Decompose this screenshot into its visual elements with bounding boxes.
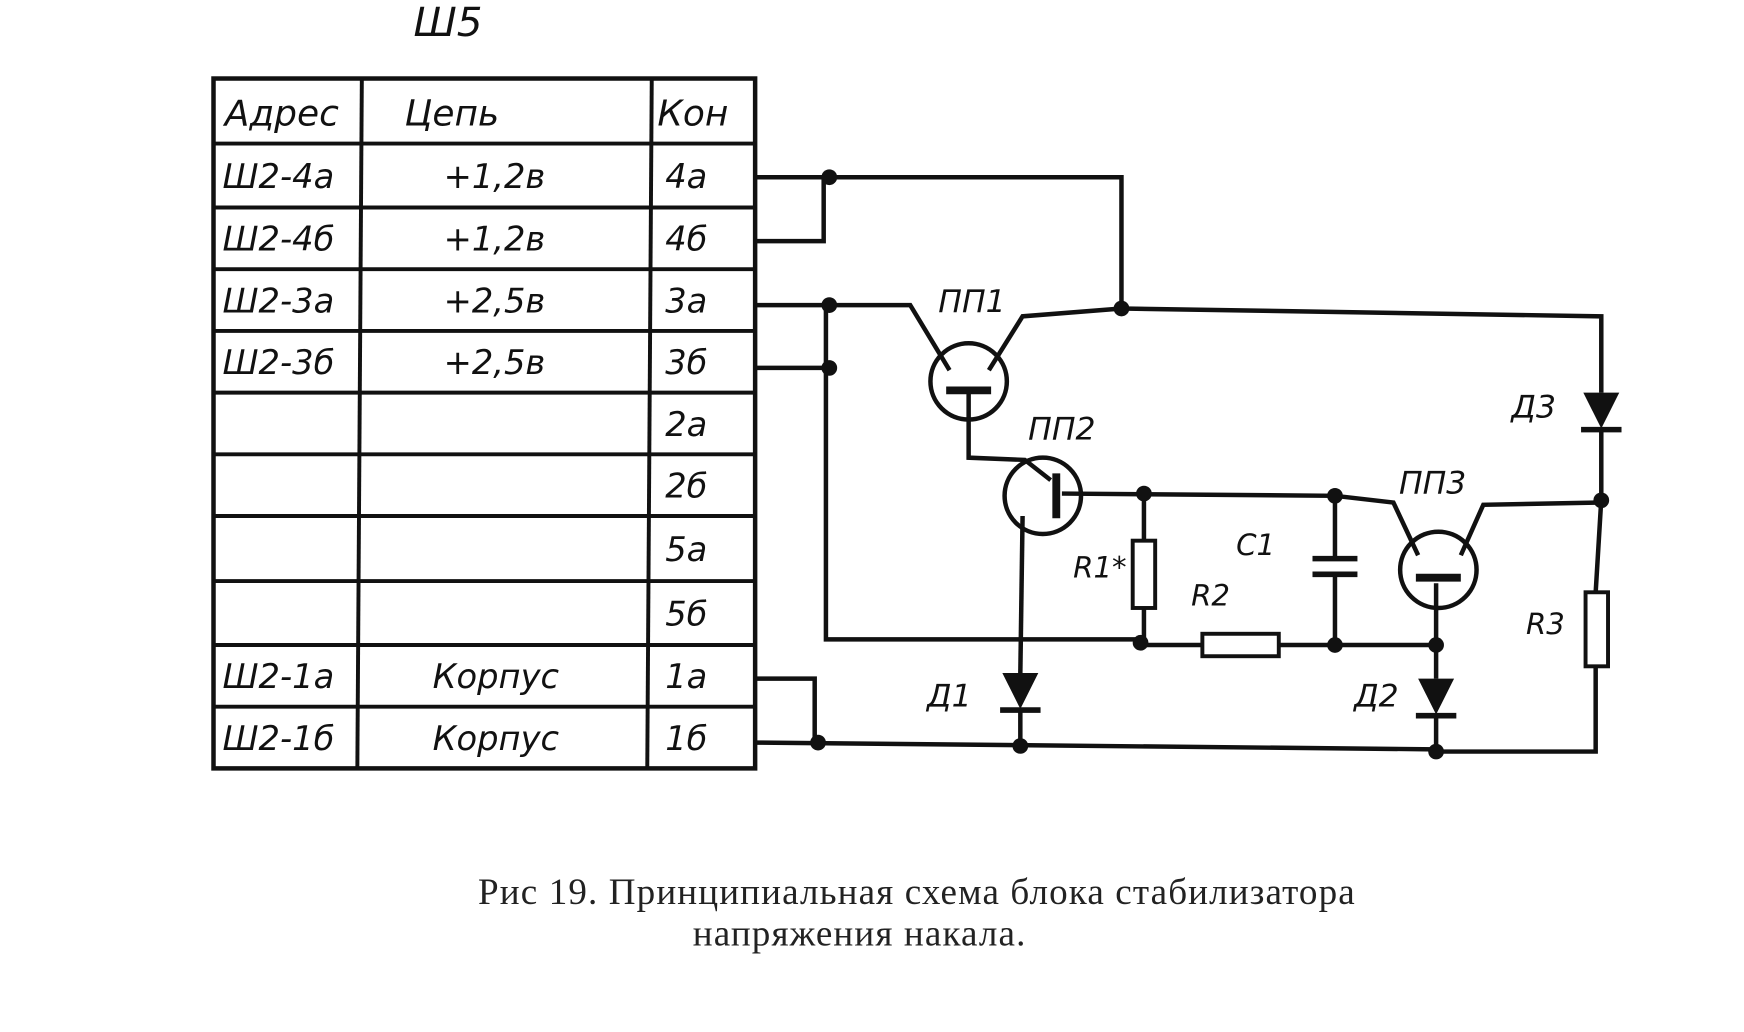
diode-d3: [1581, 392, 1622, 433]
table-cell-contact: 5а: [665, 530, 707, 569]
connector-label: Ш5: [414, 0, 483, 46]
table-cell-contact: 4а: [665, 157, 707, 196]
label-d1: Д1: [925, 679, 972, 715]
table-cell-circuit: Корпус: [433, 657, 560, 696]
table-cell-circuit: +2,5в: [444, 281, 546, 320]
junction-dots: [810, 169, 1610, 760]
table-cell-circuit: Корпус: [433, 719, 560, 758]
table-cell-contact: 3а: [665, 281, 707, 320]
table-cell-contact: 2а: [665, 405, 707, 444]
wires: [755, 174, 1604, 754]
label-pp3: ПП3: [1399, 466, 1466, 502]
table-cell-contact: 1а: [665, 657, 707, 696]
table-cell-address: Ш2-3б: [222, 343, 334, 382]
caption-line-1: Рис 19. Принципиальная схема блока стаби…: [478, 872, 1356, 913]
table-cell-contact: 5б: [665, 594, 707, 633]
table-cell-contact: 4б: [665, 220, 707, 259]
table-cell-address: Ш2-3а: [222, 281, 334, 320]
capacitor-c1: [1312, 555, 1358, 578]
table-header-1: Цепь: [405, 94, 500, 135]
transistor-pp3: [1397, 529, 1479, 611]
table-header-2: Кон: [657, 94, 728, 135]
table-cell-contact: 1б: [665, 719, 707, 758]
resistor-r1: [1130, 538, 1158, 610]
label-d3: Д3: [1509, 389, 1556, 425]
table-cell-address: Ш2-1б: [222, 719, 334, 758]
resistor-r3: [1583, 590, 1610, 669]
table-cell-circuit: +1,2в: [444, 157, 546, 196]
label-pp1: ПП1: [938, 284, 1005, 320]
label-pp2: ПП2: [1028, 412, 1095, 448]
label-r1: R1*: [1073, 551, 1127, 585]
transistor-pp1: [928, 341, 1010, 422]
table-cell-contact: 2б: [665, 467, 707, 506]
diode-d2: [1415, 678, 1457, 719]
table-cell-address: Ш2-4а: [222, 157, 334, 196]
label-d2: Д2: [1352, 679, 1399, 715]
label-r2: R2: [1191, 579, 1230, 613]
table-cell-address: Ш2-4б: [222, 220, 334, 259]
diode-d1: [1000, 673, 1041, 713]
transistor-pp2: [1002, 455, 1084, 537]
table-cell-address: Ш2-1а: [222, 657, 334, 696]
caption-line-2: напряжения накала.: [693, 914, 1027, 955]
label-c1: C1: [1236, 528, 1275, 562]
table-cell-contact: 3б: [665, 343, 707, 382]
resistor-r2: [1200, 631, 1281, 659]
table-cell-circuit: +2,5в: [444, 343, 546, 382]
table-cell-circuit: +1,2в: [444, 220, 546, 259]
table-header-0: Адрес: [223, 94, 339, 135]
label-r3: R3: [1526, 607, 1565, 641]
